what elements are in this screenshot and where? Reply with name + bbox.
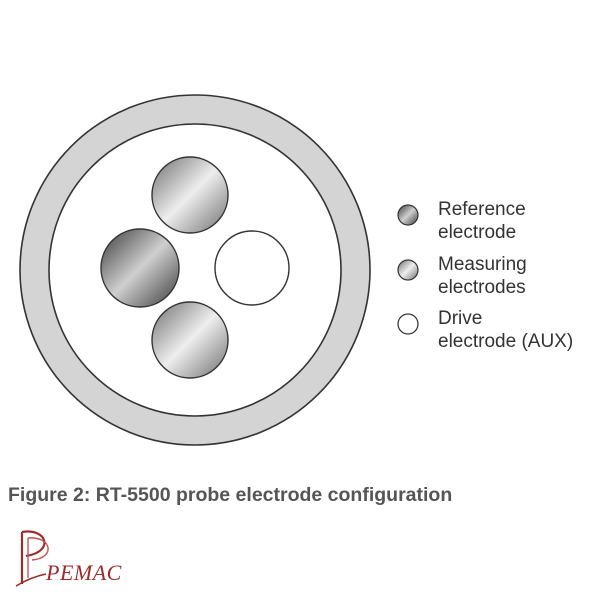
drive-electrode	[214, 230, 290, 306]
legend-drive-label: Drive electrode (AUX)	[438, 307, 573, 353]
drive-electrode-icon	[397, 313, 419, 335]
legend-measuring-label: Measuring electrodes	[438, 253, 527, 299]
inner-disc	[48, 123, 342, 417]
figure-caption: Figure 2: RT-5500 probe electrode config…	[8, 484, 453, 506]
legend-reference-line1: Reference	[438, 199, 526, 220]
legend-reference-line2: electrode	[438, 222, 517, 243]
legend-measuring-line2: electrodes	[438, 277, 526, 298]
pemac-logo-icon	[15, 530, 49, 587]
legend-drive-line1: Drive	[438, 308, 483, 329]
legend-measuring-line1: Measuring	[438, 254, 527, 275]
legend-reference-label: Reference electrode	[438, 198, 526, 244]
measuring-electrode-bottom	[151, 301, 229, 379]
measuring-electrode-top	[151, 156, 229, 234]
measuring-electrode-icon	[397, 259, 419, 281]
logo-text: PEMAC	[46, 560, 122, 585]
reference-electrode	[100, 228, 180, 308]
reference-electrode-icon	[397, 204, 419, 226]
legend-drive-line2: electrode (AUX)	[438, 331, 574, 352]
